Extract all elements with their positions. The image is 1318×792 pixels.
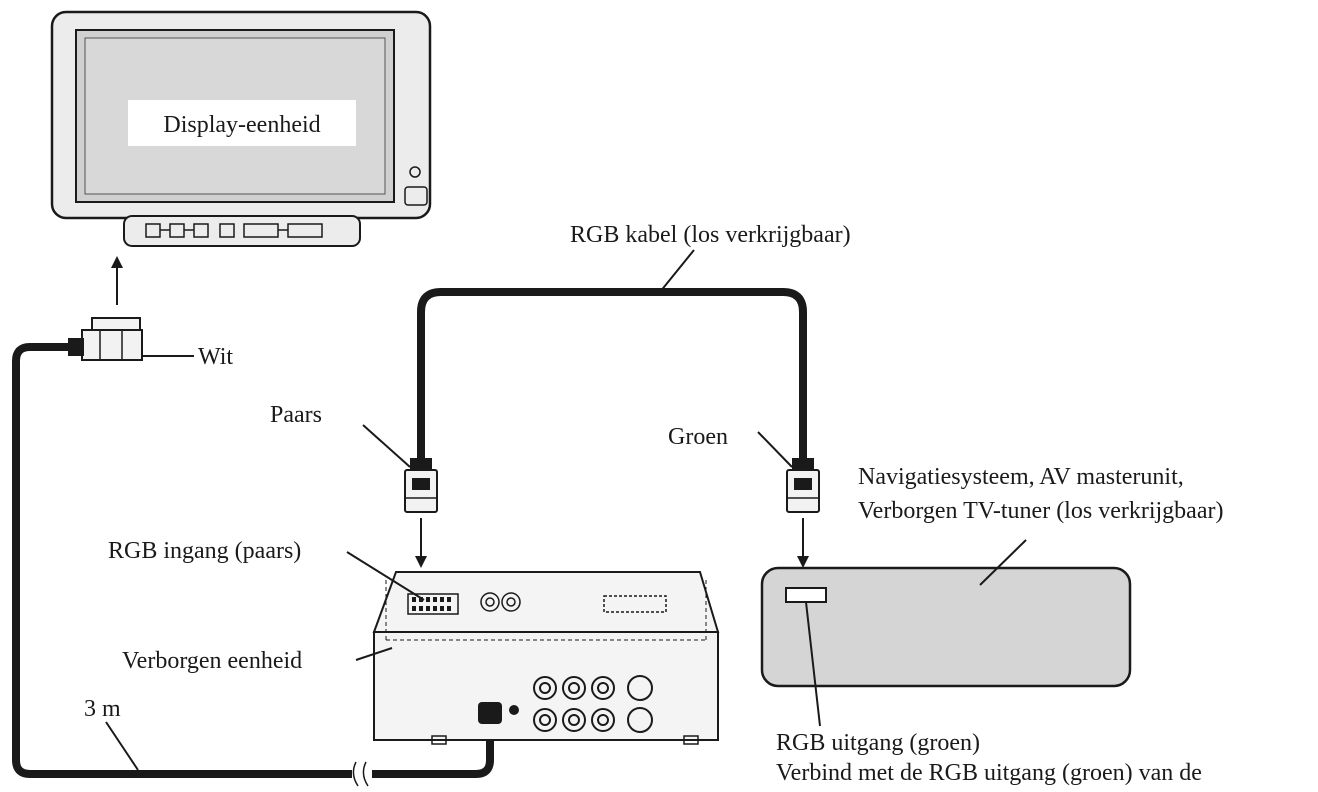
rgb-cable-label: RGB kabel (los verkrijgbaar) [570,222,851,248]
purple-connector [404,458,438,513]
rgb-output-note: Verbind met de RGB uitgang (groen) van d… [776,760,1202,786]
nav-label-line1: Navigatiesysteem, AV masterunit, [858,464,1184,490]
cable-break-icon [352,761,369,787]
rgb-output-label: RGB uitgang (groen) [776,730,980,756]
display-small-button-icon [409,166,421,178]
top-right-port [603,595,667,613]
purple-label: Paars [270,402,322,428]
hidden-unit-leader-line [355,647,393,661]
main-cable-end [372,718,494,778]
green-label: Groen [668,424,728,450]
front-jack-icon [509,705,519,715]
top-round-ports [480,592,521,612]
green-connector [786,458,820,513]
cable-length-label: 3 m [84,696,121,722]
white-label: Wit [198,344,233,370]
rgb-input-label: RGB ingang (paars) [108,538,301,564]
rgb-cable-leader-line [659,249,695,293]
nav-label-line2: Verborgen TV-tuner (los verkrijgbaar) [858,498,1223,524]
hidden-unit-label: Verborgen eenheid [122,648,302,674]
navigation-unit [760,566,1132,688]
main-cable [12,343,352,778]
green-leader-line [757,431,793,468]
display-unit-label: Display-eenheid [163,112,320,138]
hidden-unit [372,571,720,745]
purple-leader-line [362,424,411,468]
display-unit: Display-eenheid [50,10,432,247]
rgb-output-port [785,587,827,603]
front-rca-ports [533,675,653,733]
rgb-output-leader-line [805,601,821,727]
rgb-input-leader-line [346,551,425,601]
rgb-cable [417,288,807,465]
display-buttons [145,223,323,238]
rgb-input-port [412,597,451,611]
white-connector [68,317,143,361]
length-leader-line [105,721,139,771]
display-power-button-icon [404,186,428,206]
main-cable-socket [478,702,502,724]
nav-leader-line [979,539,1027,586]
